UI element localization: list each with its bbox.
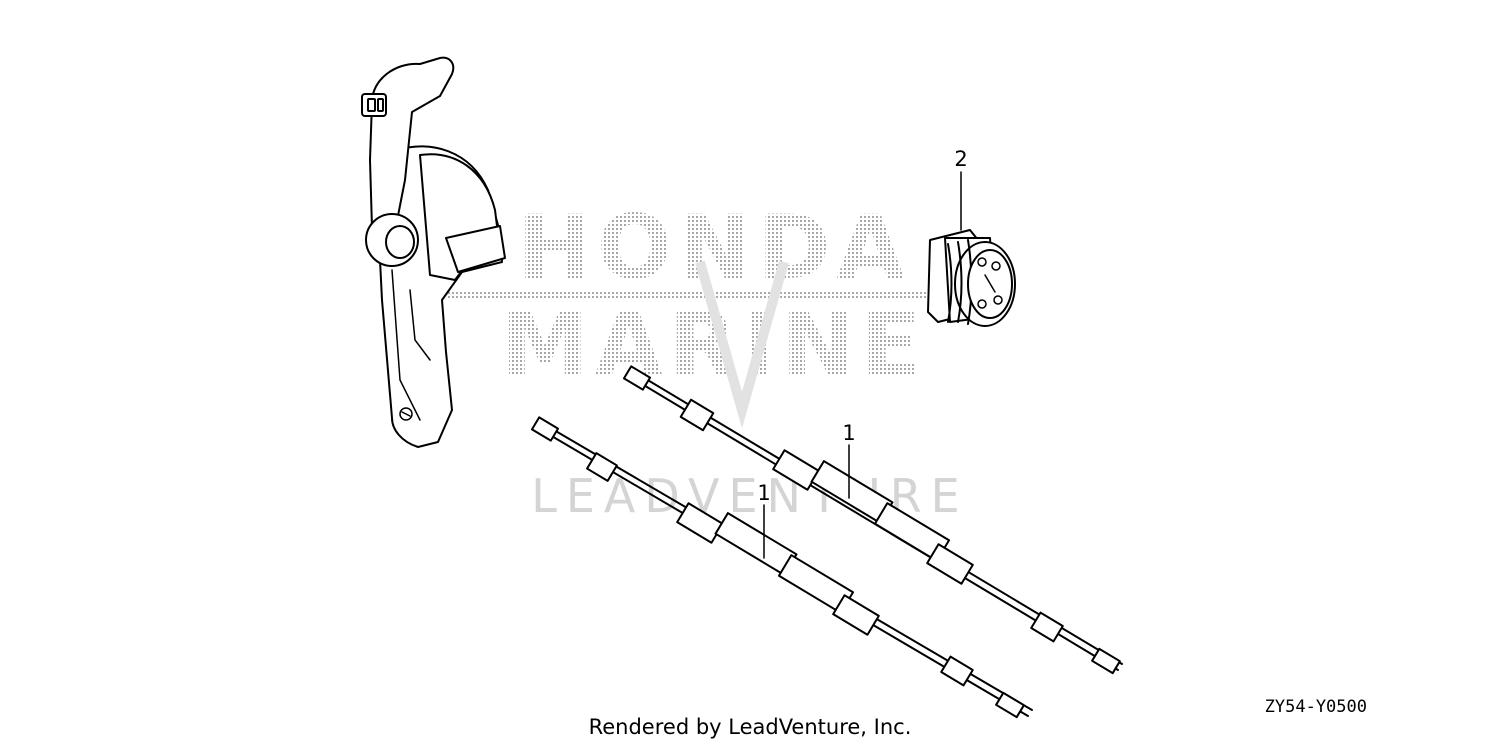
remote-control-box (361, 56, 506, 448)
connector (927, 229, 1016, 327)
control-cable-front (530, 416, 1033, 719)
watermark-emblem (695, 260, 789, 429)
callout-number: 1 (842, 421, 855, 445)
watermark-honda: HONDA (517, 196, 910, 299)
watermark-logo: HONDA MARINE (448, 196, 976, 429)
diagram-code: ZY54-Y0500 (1265, 697, 1367, 717)
footer-credit: Rendered by LeadVenture, Inc. (588, 715, 912, 739)
callout-number: 1 (757, 481, 770, 505)
callout-number: 2 (954, 147, 967, 171)
control-cable-rear (622, 365, 1123, 675)
